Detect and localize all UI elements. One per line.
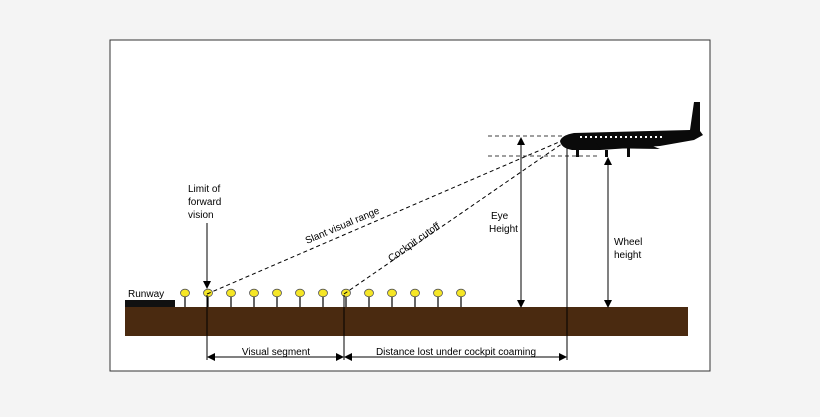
runway-light-icon <box>433 288 443 307</box>
runway-light-icon <box>387 288 397 307</box>
runway-strip <box>125 300 175 307</box>
runway-light-icon <box>364 288 374 307</box>
distance-lost-label: Distance lost under cockpit coaming <box>376 347 536 358</box>
aircraft-icon <box>560 102 703 157</box>
ground <box>125 307 688 336</box>
runway-light-icon <box>203 288 213 307</box>
runway-lights <box>180 288 466 307</box>
runway-label: Runway <box>128 289 164 300</box>
limit-of-forward-vision-label: Limit of forward vision <box>188 184 224 221</box>
runway-light-icon <box>249 288 259 307</box>
visual-segment-label: Visual segment <box>242 347 310 358</box>
runway-light-icon <box>456 288 466 307</box>
runway-light-icon <box>180 288 190 307</box>
runway-light-icon <box>272 288 282 307</box>
runway-light-icon <box>226 288 236 307</box>
wheel-height-label: Wheel height <box>614 237 645 261</box>
runway-light-icon <box>295 288 305 307</box>
eye-height-label: Eye Height <box>489 211 518 235</box>
cockpit-cutoff-line <box>343 140 567 295</box>
slant-visual-range-line <box>206 138 567 295</box>
runway-light-icon <box>318 288 328 307</box>
runway-light-icon <box>410 288 420 307</box>
